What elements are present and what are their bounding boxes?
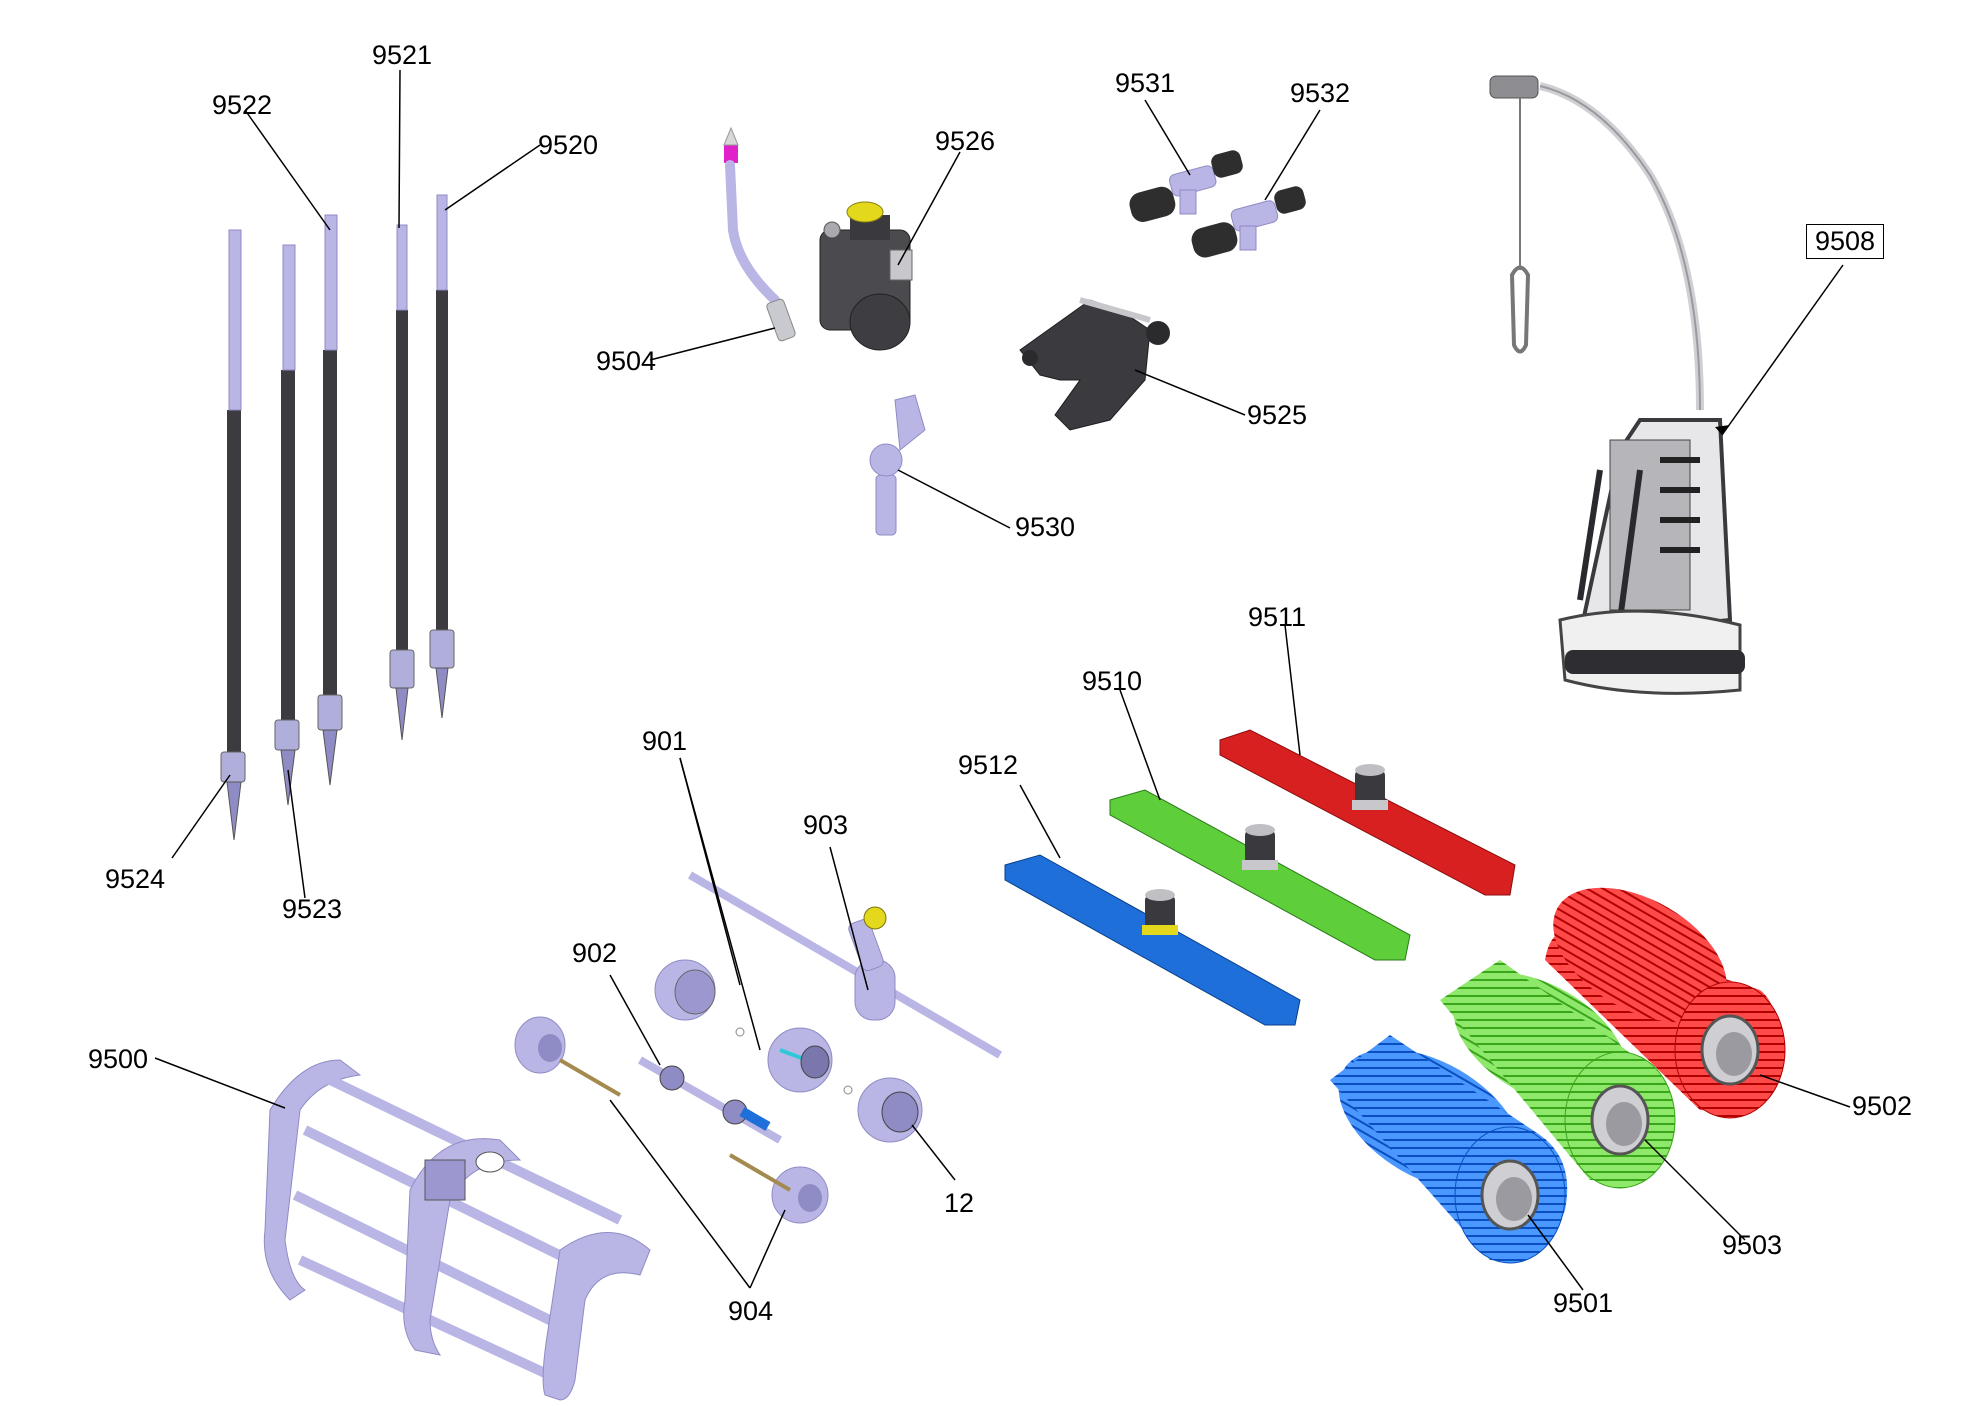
label-9526[interactable]: 9526	[935, 126, 996, 156]
label-9520[interactable]: 9520	[538, 130, 599, 160]
label-12[interactable]: 12	[944, 1188, 975, 1218]
gun-handle-9525[interactable]	[1019, 297, 1170, 431]
label-9532[interactable]: 9532	[1290, 78, 1351, 108]
label-9502[interactable]: 9502	[1852, 1091, 1913, 1121]
label-9510[interactable]: 9510	[1082, 666, 1143, 696]
label-9531[interactable]: 9531	[1115, 68, 1176, 98]
label-902[interactable]: 902	[572, 938, 618, 968]
leader-lines	[154, 69, 1851, 1291]
label-9511[interactable]: 9511	[1248, 602, 1307, 632]
hub-901b[interactable]	[735, 1027, 853, 1095]
label-9503[interactable]: 9503	[1722, 1230, 1783, 1260]
hub-12[interactable]	[857, 1077, 923, 1143]
label-903[interactable]: 903	[803, 810, 849, 840]
label-9508[interactable]: 9508	[1806, 224, 1885, 259]
brush-cage-9500[interactable]	[263, 1059, 651, 1401]
squeegee-red-9511[interactable]	[1219, 729, 1516, 896]
label-9522[interactable]: 9522	[212, 90, 273, 120]
hub-ring-901a[interactable]	[654, 959, 716, 1021]
handle-9532[interactable]	[1189, 185, 1308, 261]
pole-9524[interactable]	[220, 229, 246, 841]
label-9530[interactable]: 9530	[1015, 512, 1076, 542]
label-9500[interactable]: 9500	[88, 1044, 149, 1074]
squeegee-blue-9512[interactable]	[1004, 854, 1301, 1026]
pole-9523[interactable]	[274, 244, 300, 806]
handle-9531[interactable]	[1127, 149, 1245, 225]
label-9525[interactable]: 9525	[1247, 400, 1308, 430]
pole-9520[interactable]	[429, 194, 455, 719]
label-9524[interactable]: 9524	[105, 864, 166, 894]
label-901[interactable]: 901	[642, 726, 688, 756]
swivel-joint-9530[interactable]	[869, 394, 926, 536]
label-9512[interactable]: 9512	[958, 750, 1019, 780]
axle-903[interactable]	[687, 871, 1003, 1059]
end-cap-904b[interactable]	[728, 1153, 829, 1224]
squeegee-green-9510[interactable]	[1109, 789, 1411, 961]
label-9523[interactable]: 9523	[282, 894, 343, 924]
valve-9526[interactable]	[819, 201, 913, 351]
lance-9504[interactable]	[723, 126, 796, 342]
shaft-902[interactable]	[638, 1056, 782, 1144]
backpack-harness-9508[interactable]	[1489, 75, 1745, 695]
label-9501[interactable]: 9501	[1553, 1288, 1614, 1318]
label-9521[interactable]: 9521	[372, 40, 433, 70]
brush-roller-green-9503[interactable]	[1430, 945, 1676, 1189]
pole-9522[interactable]	[317, 214, 343, 786]
label-904[interactable]: 904	[728, 1296, 774, 1326]
arrowhead-9508	[1715, 425, 1730, 435]
end-cap-904a[interactable]	[514, 1016, 622, 1097]
brush-roller-red-9502[interactable]	[1530, 860, 1786, 1119]
pole-9521[interactable]	[389, 224, 415, 741]
label-9504[interactable]: 9504	[596, 346, 657, 376]
